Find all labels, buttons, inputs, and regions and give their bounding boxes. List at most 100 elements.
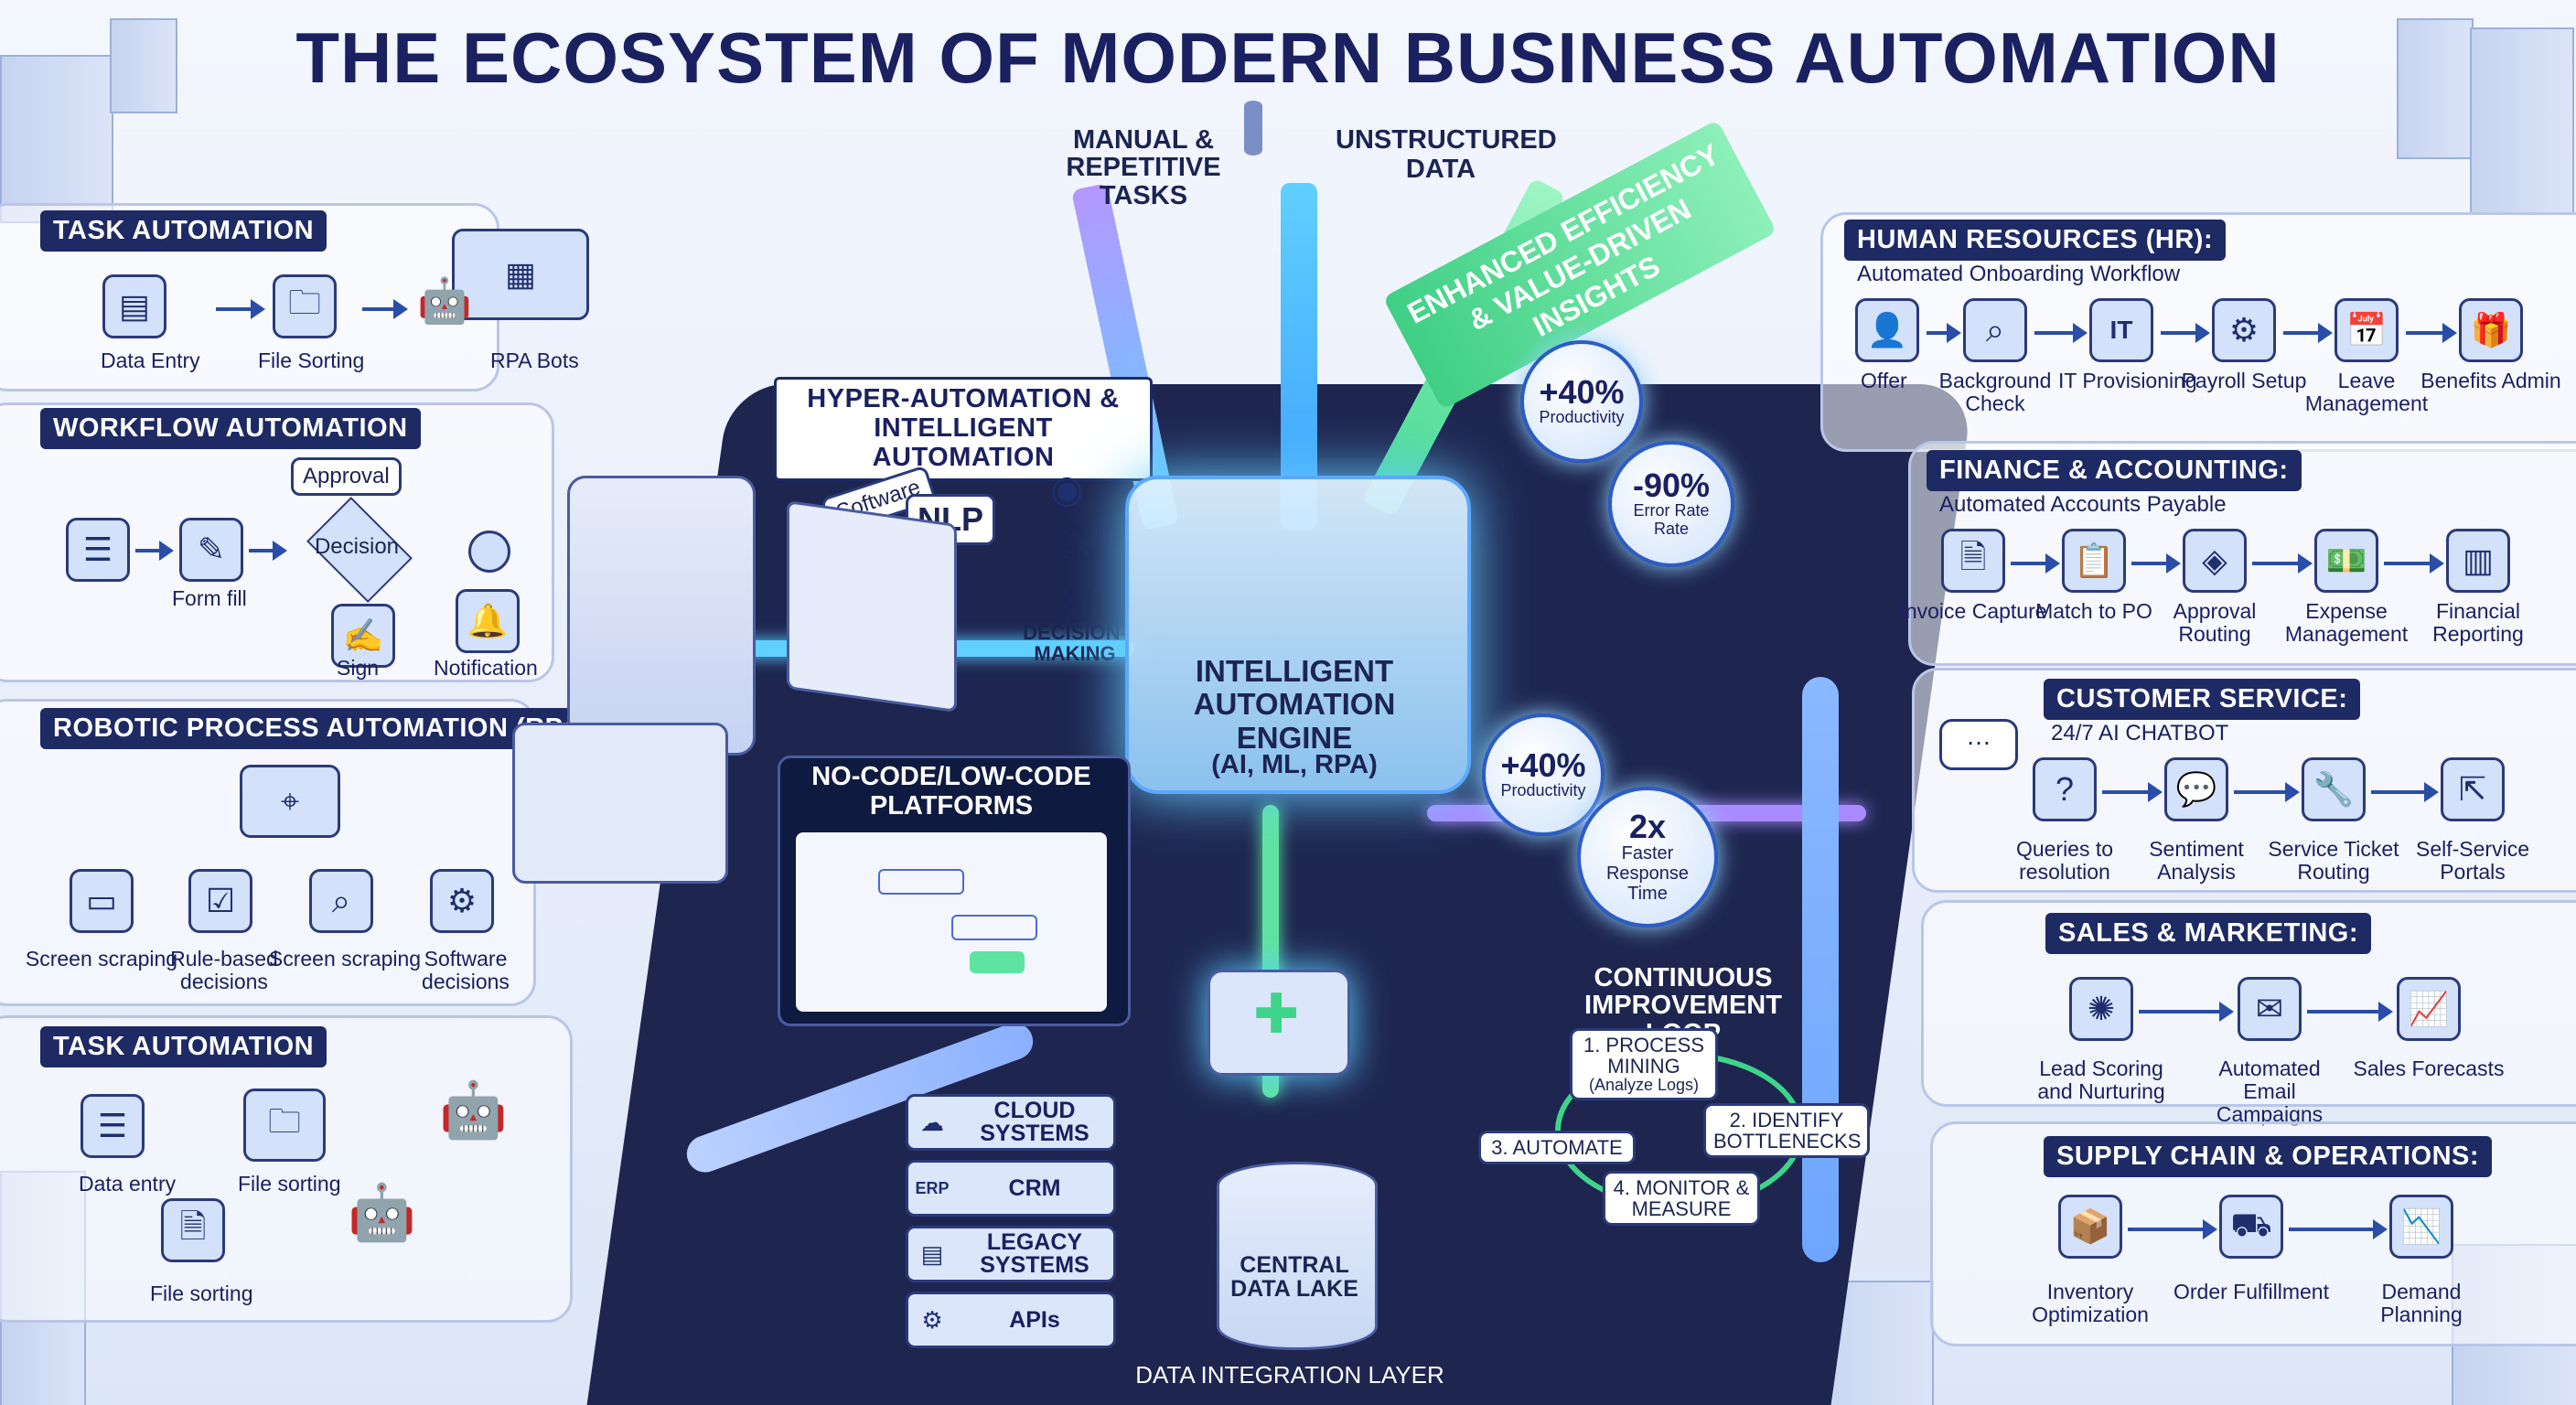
step-file-sorting: File Sorting	[258, 349, 365, 372]
flow-arrow	[2128, 1219, 2217, 1239]
section-sales: SALES & MARKETING:	[2045, 913, 2371, 954]
engine-label: INTELLIGENT AUTOMATION ENGINE	[1193, 654, 1396, 755]
cs-ticket: Service Ticket Routing	[2268, 837, 2399, 884]
step-notification: Notification	[434, 656, 538, 680]
gear-icon: ⚙	[430, 869, 494, 933]
wrench-icon: 🔧	[2302, 757, 2366, 821]
supply-demand: Demand Planning	[2380, 1280, 2463, 1326]
input-manual-label: MANUAL & REPETITIVE TASKS	[1066, 125, 1221, 210]
form-icon: ☰	[66, 518, 130, 582]
stat-productivity-2: +40% Productivity	[1482, 713, 1605, 836]
system-apis: ⚙ APIs	[906, 1292, 1116, 1348]
stream-data	[1281, 183, 1317, 531]
hr-it: IT Provisioning	[2058, 369, 2197, 392]
monitor-icon: ▦	[452, 229, 589, 320]
flow-arrow	[2234, 782, 2300, 802]
hr-background: Background Check	[1938, 369, 2052, 415]
fin-approval: Approval Routing	[2173, 599, 2257, 646]
loop-step-4: 4. MONITOR & MEASURE	[1603, 1171, 1760, 1227]
hr-payroll: Payroll Setup	[2181, 369, 2307, 392]
label-decision-making: DECISION-MAKING	[1023, 621, 1127, 666]
section-rpa: ROBOTIC PROCESS AUTOMATION (RPA)	[40, 708, 603, 749]
loop-title: CONTINUOUS IMPROVEMENT LOOP	[1584, 963, 1782, 1047]
rpa-screen-scraping-2: Screen scraping	[268, 947, 422, 971]
erp-icon: ERP	[915, 1178, 950, 1197]
flow-arrow	[2139, 1002, 2234, 1022]
section-workflow: WORKFLOW AUTOMATION	[40, 408, 421, 449]
building-left-top	[0, 55, 113, 223]
node-approval: Approval	[291, 457, 402, 496]
network-icon: ✺	[2069, 977, 2133, 1041]
system-legacy: ▤ LEGACY SYSTEMS	[906, 1226, 1116, 1282]
stat-label: Error Rate Rate	[1633, 501, 1710, 538]
fin-expense: Expense Management	[2284, 599, 2409, 646]
section-cs: CUSTOMER SERVICE:	[2044, 679, 2361, 720]
chart-icon: ▥	[2446, 529, 2510, 593]
sales-lead: Lead Scoring and Nurturing	[2037, 1056, 2165, 1103]
system-cloud: ☁ CLOUD SYSTEMS	[906, 1094, 1116, 1151]
stat-value: +40%	[1500, 746, 1586, 785]
approval-icon: ◈	[2183, 529, 2247, 593]
money-icon: 💵	[2314, 529, 2378, 593]
flow-arrow	[249, 541, 287, 561]
magnifier-icon: ⌕	[309, 869, 373, 933]
step-data-entry-2: Data entry	[79, 1172, 177, 1196]
flow-block	[951, 915, 1037, 940]
plus-icon: ✚	[1253, 983, 1300, 1045]
folder-icon: 🗀	[243, 1089, 326, 1162]
panel-rpa	[0, 699, 536, 1006]
flow-arrow	[2034, 323, 2088, 343]
stat-value: +40%	[1539, 373, 1625, 412]
step-file-sorting-2: File sorting	[238, 1172, 341, 1196]
flow-arrow	[2371, 782, 2439, 802]
checklist-icon: ☑	[188, 869, 252, 933]
stat-label: Productivity	[1500, 781, 1586, 800]
rpa-software-decisions: Software decisions	[422, 947, 510, 993]
server-icon: ▤	[920, 1239, 944, 1268]
section-supply: SUPPLY CHAIN & OPERATIONS:	[2044, 1136, 2493, 1177]
input-unstructured-label: UNSTRUCTURED DATA	[1336, 125, 1557, 184]
step-sign: Sign	[337, 656, 380, 680]
screen-panel	[787, 499, 957, 713]
stat-value: 2x	[1628, 808, 1667, 845]
system-legacy-label: LEGACY SYSTEMS	[980, 1229, 1089, 1278]
clipboard-icon: 📋	[2062, 529, 2126, 593]
magnifier-icon: ⌕	[1963, 298, 2027, 362]
folder-icon: 🗀	[273, 274, 337, 338]
database-icon	[1244, 101, 1262, 156]
system-apis-label: APIs	[1009, 1306, 1060, 1333]
flow-arrow	[216, 299, 265, 319]
flow-arrow	[2307, 1002, 2393, 1022]
flow-arrow	[2283, 323, 2333, 343]
supply-inventory: Inventory Optimization	[2032, 1280, 2149, 1326]
sales-email: Automated Email Campaigns	[2216, 1056, 2324, 1126]
eye-icon: ◉	[1050, 467, 1084, 510]
flow-arrow	[2384, 553, 2444, 574]
document-icon: 🗎	[161, 1198, 225, 1262]
section-task-automation-2: TASK AUTOMATION	[40, 1026, 327, 1067]
system-cloud-label: CLOUD SYSTEMS	[980, 1098, 1089, 1146]
person-icon: 👤	[1855, 298, 1919, 362]
hr-leave: Leave Management	[2304, 369, 2429, 415]
stat-response-time: 2x Faster Response Time	[1577, 787, 1718, 928]
rpa-rule-based: Rule-based decisions	[170, 947, 278, 993]
flow-block	[970, 951, 1025, 973]
monitor-icon	[512, 723, 728, 884]
flow-arrow	[2131, 553, 2181, 574]
loop-step-1-sub: (Analyze Logs)	[1588, 1076, 1700, 1095]
system-crm-label: CRM	[1008, 1174, 1061, 1201]
end-node	[468, 531, 510, 573]
page-title: THE ECOSYSTEM OF MODERN BUSINESS AUTOMAT…	[295, 17, 2281, 98]
data-lake-label: CENTRAL DATA LAKE	[1230, 1252, 1358, 1303]
system-crm: ERP CRM	[906, 1160, 1116, 1217]
cursor-icon: ▭	[70, 869, 134, 933]
step-form-fill: Form fill	[172, 586, 247, 610]
fin-reporting: Financial Reporting	[2432, 599, 2524, 646]
flow-arrow	[2406, 323, 2457, 343]
it-icon: IT	[2089, 298, 2153, 362]
robot-icon: 🤖	[348, 1182, 416, 1243]
flow-arrow	[2289, 1219, 2388, 1239]
loop-step-3: 3. AUTOMATE	[1478, 1131, 1636, 1165]
database-icon: ▤	[102, 274, 166, 338]
chart-icon: 📉	[2389, 1195, 2453, 1259]
